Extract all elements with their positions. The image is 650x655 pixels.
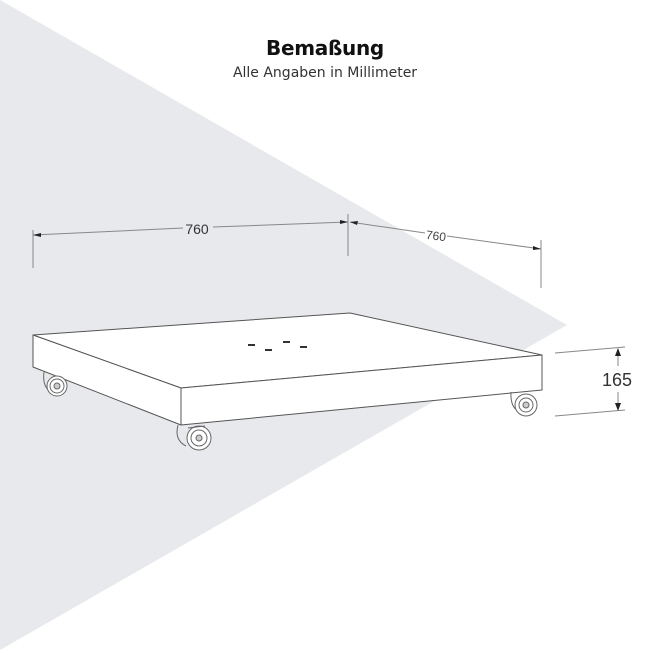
platform	[32, 312, 543, 426]
arrow-icon	[615, 348, 621, 356]
arrow-icon	[340, 220, 348, 224]
arrow-icon	[33, 233, 41, 237]
platform-front-right	[180, 354, 543, 426]
width-label: 760	[185, 221, 209, 237]
arrow-icon	[350, 221, 358, 225]
caster-wheel-right	[510, 391, 538, 417]
width-dimension	[32, 214, 349, 268]
depth-label: 760	[425, 228, 447, 245]
page-subtitle: Alle Angaben in Millimeter	[232, 65, 418, 81]
arrow-icon	[533, 246, 541, 250]
caster-wheel-front	[176, 424, 212, 451]
height-label: 165	[602, 370, 632, 390]
caster-wheel-left	[43, 371, 68, 397]
depth-dimension	[349, 221, 542, 288]
arrow-icon	[615, 403, 621, 411]
page-title: Bemaßung	[266, 36, 384, 60]
mounting-holes	[248, 341, 307, 351]
